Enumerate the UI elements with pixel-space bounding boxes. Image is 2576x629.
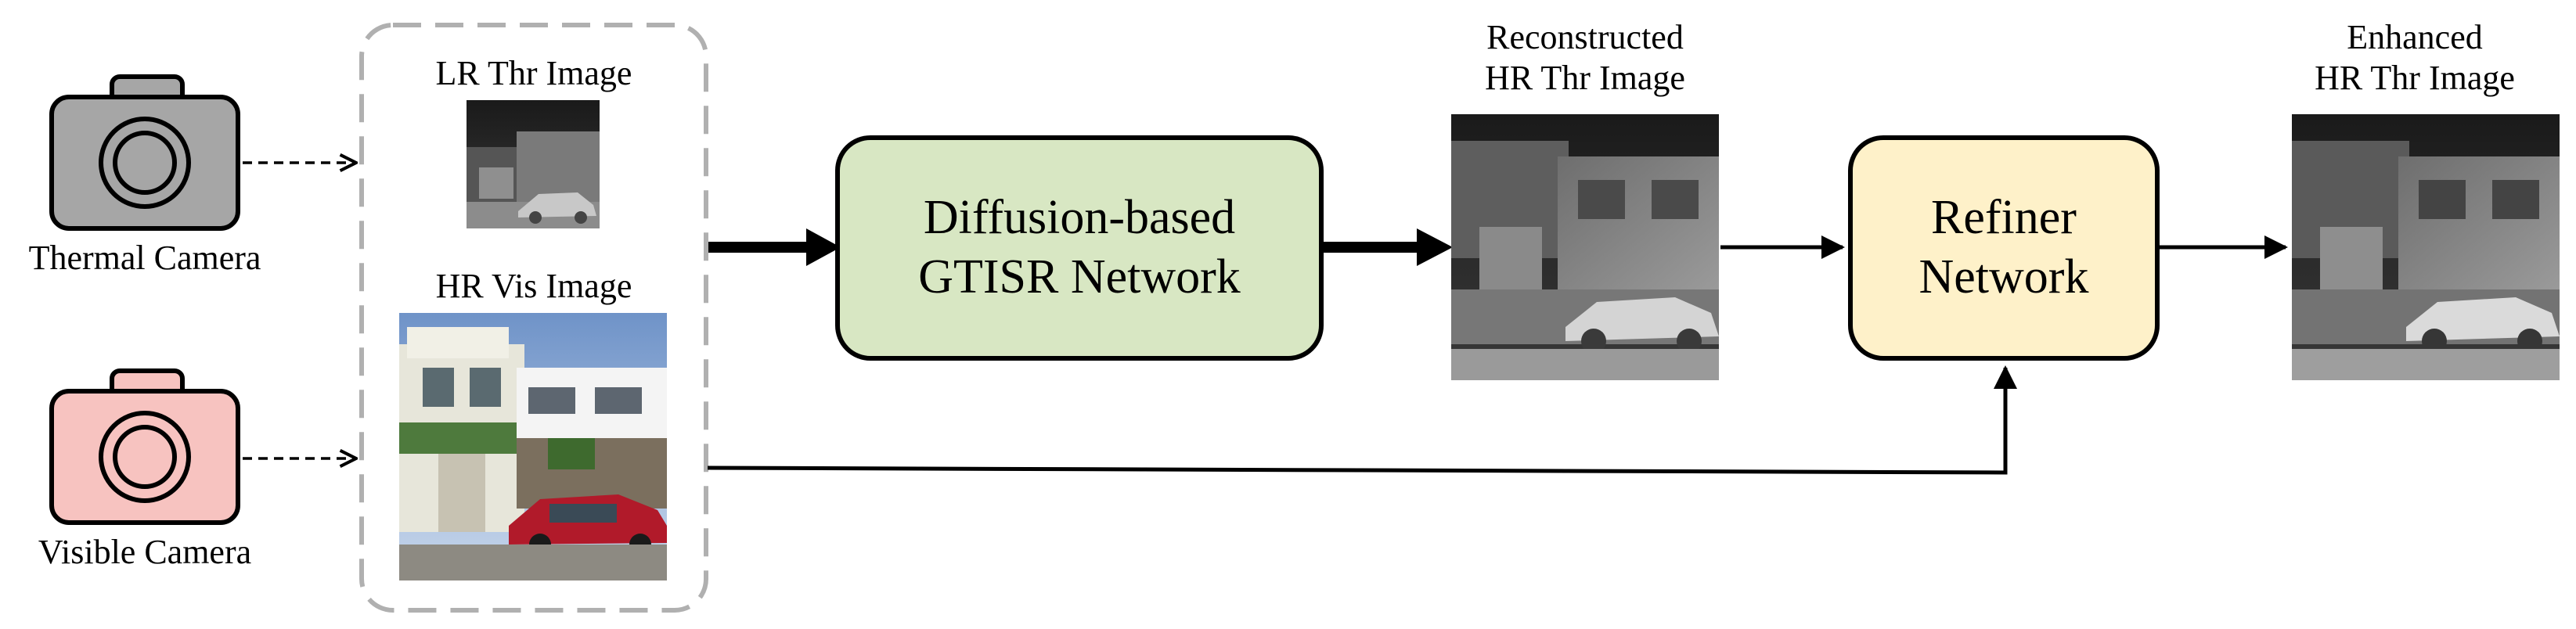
hr-vis-image — [399, 313, 667, 580]
reconstructed-hr-thr-image — [1451, 114, 1719, 380]
gtisr-line1: Diffusion-based — [923, 191, 1236, 245]
visible-camera-icon — [49, 368, 240, 525]
visible-camera-label: Visible Camera — [38, 533, 252, 571]
reconstructed-label: Reconstructed HR Thr Image — [1413, 17, 1757, 99]
reconstructed-line2: HR Thr Image — [1485, 58, 1685, 97]
gtisr-line2: GTISR Network — [918, 250, 1241, 304]
thermal-camera-icon — [49, 74, 240, 231]
refiner-network-label: Refiner Network — [1850, 138, 2157, 358]
refiner-line2: Network — [1918, 250, 2089, 304]
lr-thr-image — [467, 100, 600, 228]
thermal-camera-label: Thermal Camera — [28, 239, 261, 277]
gtisr-network-box — [835, 135, 1324, 361]
lr-thr-image-label: LR Thr Image — [435, 54, 632, 92]
enhanced-line2: HR Thr Image — [2315, 58, 2515, 97]
input-group-frame — [359, 23, 708, 613]
enhanced-hr-thr-image — [2292, 114, 2560, 380]
reconstructed-line1: Reconstructed — [1486, 18, 1684, 56]
hr-vis-image-label: HR Vis Image — [435, 267, 632, 305]
enhanced-line1: Enhanced — [2347, 18, 2483, 56]
enhanced-label: Enhanced HR Thr Image — [2254, 17, 2576, 99]
refiner-network-box — [1848, 135, 2160, 361]
gtisr-network-label: Diffusion-based GTISR Network — [838, 138, 1321, 358]
visible-to-refiner-connector — [707, 365, 2017, 475]
refiner-line1: Refiner — [1931, 191, 2077, 245]
